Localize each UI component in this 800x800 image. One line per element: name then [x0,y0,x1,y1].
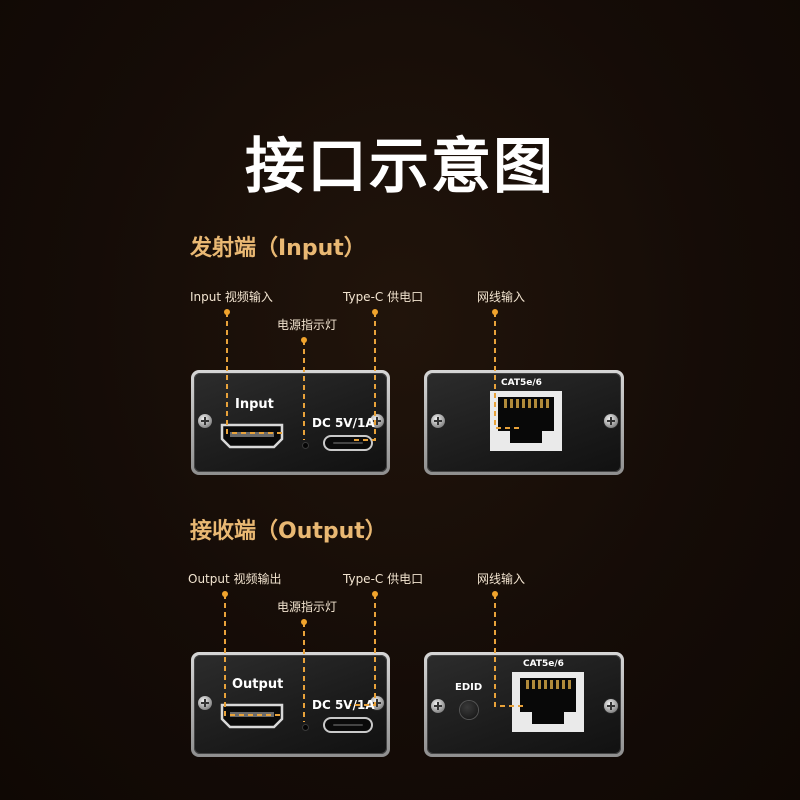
cat-cable-label: CAT5e/6 [501,378,542,388]
hdmi-port-icon [220,423,284,449]
section-title-receiver: 接收端（Output） [190,519,387,544]
transmitter-front-panel: Input DC 5V/1A [191,370,390,475]
screw-icon [198,696,212,710]
receiver-front-panel-face: Output DC 5V/1A [194,655,387,754]
hdmi-port-label: Input [235,397,274,412]
callout-network-input: 网线输入 [477,572,526,586]
callout-typec-power: Type-C 供电口 [343,290,424,304]
callout-dot [222,591,228,597]
receiver-rear-panel: EDID CAT5e/6 [424,652,624,757]
callout-network-input: 网线输入 [477,290,526,304]
led-icon [303,443,308,448]
rj45-port-icon [512,672,584,732]
usb-c-port-icon [323,717,373,733]
callout-dot [492,309,498,315]
usb-c-port-icon [323,435,373,451]
screw-icon [431,414,445,428]
callout-power-led: 电源指示灯 [277,318,338,332]
callout-dot [492,591,498,597]
callout-power-led: 电源指示灯 [277,600,338,614]
hdmi-port-icon [220,703,284,729]
transmitter-front-panel-face: Input DC 5V/1A [194,373,387,472]
edid-button-icon [460,701,478,719]
page-title: 接口示意图 [245,132,555,202]
callout-video-input: Input 视频输入 [190,290,273,304]
rj45-port-icon [490,391,562,451]
callout-typec-power: Type-C 供电口 [343,572,424,586]
cat-cable-label: CAT5e/6 [523,659,564,669]
edid-label: EDID [455,682,483,693]
callout-dot [372,309,378,315]
dc-power-label: DC 5V/1A [312,416,375,430]
callout-dot [301,619,307,625]
screw-icon [431,699,445,713]
callout-dot [224,309,230,315]
transmitter-rear-panel-face: CAT5e/6 [427,373,621,472]
callout-dot [301,337,307,343]
screw-icon [604,699,618,713]
callout-video-output: Output 视频输出 [188,572,282,586]
receiver-front-panel: Output DC 5V/1A [191,652,390,757]
callout-dot [372,591,378,597]
screw-icon [198,414,212,428]
hdmi-port-label: Output [232,677,284,692]
dc-power-label: DC 5V/1A [312,698,375,712]
section-title-transmitter: 发射端（Input） [190,236,366,261]
screw-icon [604,414,618,428]
receiver-rear-panel-face: EDID CAT5e/6 [427,655,621,754]
transmitter-rear-panel: CAT5e/6 [424,370,624,475]
led-icon [303,725,308,730]
